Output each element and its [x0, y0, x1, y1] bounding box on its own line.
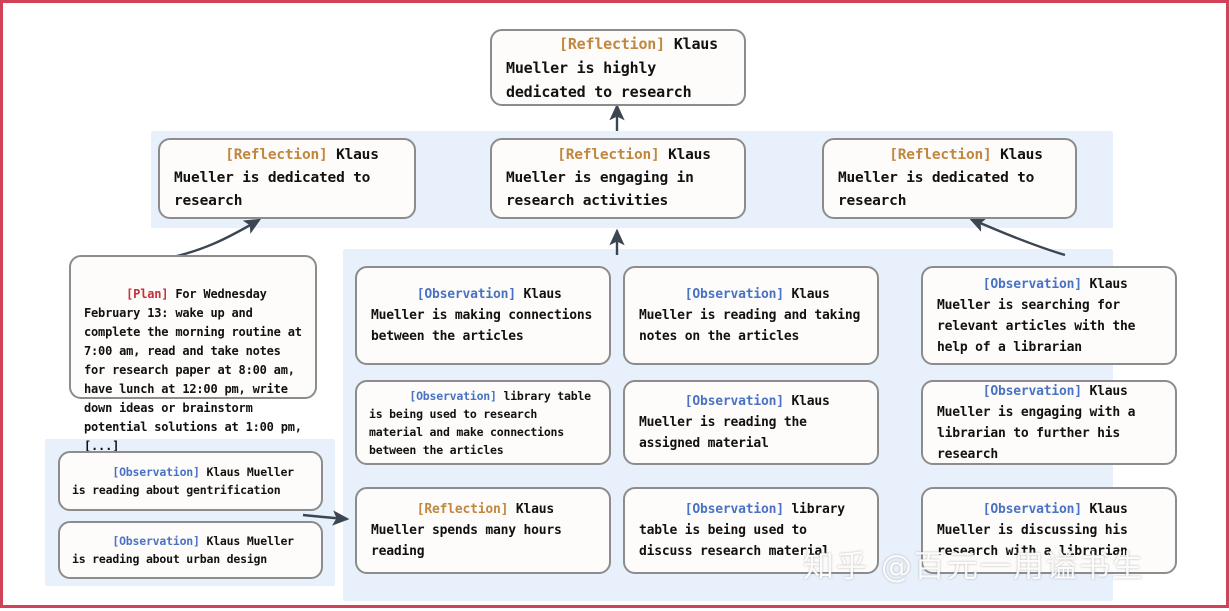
column-three-node-3-text: [Observation] Klaus Mueller is discussin… [923, 478, 1175, 583]
left-observation-node-2[interactable]: [Observation] Klaus Mueller is reading a… [58, 521, 323, 579]
column-three-node-3-body: Klaus Mueller is discussing his research… [937, 502, 1136, 559]
plan-node-text: [Plan] For Wednesday February 13: wake u… [71, 266, 315, 475]
left-observation-node-2-body: Klaus Mueller is reading about urban des… [72, 534, 301, 566]
column-three-node-2-text: [Observation] Klaus Mueller is engaging … [923, 360, 1175, 486]
column-three-node-2[interactable]: [Observation] Klaus Mueller is engaging … [921, 380, 1177, 465]
reflection-tag: [Reflection] [225, 147, 328, 163]
observation-tag: [Observation] [112, 465, 200, 479]
column-one-node-2-text: [Observation] library table is being use… [357, 369, 609, 477]
left-observation-node-1-body: Klaus Mueller is reading about gentrific… [72, 465, 301, 497]
column-three-node-3[interactable]: [Observation] Klaus Mueller is discussin… [921, 487, 1177, 574]
column-three-node-1-body: Klaus Mueller is searching for relevant … [937, 276, 1143, 355]
column-one-node-1-text: [Observation] Klaus Mueller is making co… [357, 263, 609, 368]
observation-tag: [Observation] [982, 502, 1082, 517]
column-one-node-1[interactable]: [Observation] Klaus Mueller is making co… [355, 266, 611, 365]
reflection-node-1-body: Klaus Mueller is dedicated to research [174, 147, 388, 209]
observation-tag: [Observation] [982, 276, 1082, 292]
reflection-node-3-text: [Reflection] Klaus Mueller is dedicated … [824, 121, 1075, 236]
column-one-node-3-body: Klaus Mueller spends many hours reading [371, 502, 570, 559]
observation-tag: [Observation] [982, 383, 1082, 399]
observation-tag: [Observation] [684, 502, 784, 517]
plan-node[interactable]: [Plan] For Wednesday February 13: wake u… [69, 255, 317, 453]
observation-tag: [Observation] [112, 534, 200, 548]
reflection-node-3[interactable]: [Reflection] Klaus Mueller is dedicated … [822, 138, 1077, 219]
column-two-node-3-text: [Observation] library table is being use… [625, 478, 877, 583]
observation-tag: [Observation] [684, 287, 784, 302]
column-two-node-1[interactable]: [Observation] Klaus Mueller is reading a… [623, 266, 879, 365]
reflection-tag: [Reflection] [416, 502, 509, 517]
column-two-node-1-text: [Observation] Klaus Mueller is reading a… [625, 263, 877, 368]
column-two-node-1-body: Klaus Mueller is reading and taking note… [639, 287, 868, 344]
column-two-node-3-body: library table is being used to discuss r… [639, 502, 853, 559]
observation-tag: [Observation] [416, 287, 516, 302]
column-two-node-2-text: [Observation] Klaus Mueller is reading t… [625, 370, 877, 475]
reflection-node-2-text: [Reflection] Klaus Mueller is engaging i… [492, 121, 744, 236]
plan-node-body: For Wednesday February 13: wake up and c… [84, 287, 309, 453]
reflection-tag: [Reflection] [557, 147, 660, 163]
observation-tag: [Observation] [409, 388, 497, 403]
plan-tag: [Plan] [126, 287, 169, 301]
column-two-node-2-body: Klaus Mueller is reading the assigned ma… [639, 394, 838, 451]
reflection-tag: [Reflection] [559, 34, 665, 53]
root-reflection-node[interactable]: [Reflection] Klaus Mueller is highly ded… [490, 29, 746, 106]
reflection-node-2[interactable]: [Reflection] Klaus Mueller is engaging i… [490, 138, 746, 219]
observation-tag: [Observation] [684, 394, 784, 409]
column-one-node-2[interactable]: [Observation] library table is being use… [355, 380, 611, 465]
left-observation-node-2-text: [Observation] Klaus Mueller is reading a… [60, 514, 321, 586]
column-two-node-2[interactable]: [Observation] Klaus Mueller is reading t… [623, 380, 879, 465]
reflection-node-2-body: Klaus Mueller is engaging in research ac… [506, 147, 720, 209]
column-one-node-2-body: library table is being used to research … [369, 388, 598, 457]
reflection-node-3-body: Klaus Mueller is dedicated to research [838, 147, 1052, 209]
column-one-node-1-body: Klaus Mueller is making connections betw… [371, 287, 600, 344]
left-observation-node-1[interactable]: [Observation] Klaus Mueller is reading a… [58, 451, 323, 511]
column-two-node-3[interactable]: [Observation] library table is being use… [623, 487, 879, 574]
column-one-node-3-text: [Reflection] Klaus Mueller spends many h… [357, 478, 609, 583]
reflection-node-1-text: [Reflection] Klaus Mueller is dedicated … [160, 121, 414, 236]
column-three-node-1[interactable]: [Observation] Klaus Mueller is searching… [921, 266, 1177, 365]
column-one-node-3[interactable]: [Reflection] Klaus Mueller spends many h… [355, 487, 611, 574]
left-observation-node-1-text: [Observation] Klaus Mueller is reading a… [60, 445, 321, 517]
reflection-tag: [Reflection] [889, 147, 992, 163]
column-three-node-1-text: [Observation] Klaus Mueller is searching… [923, 253, 1175, 379]
root-reflection-body: Klaus Mueller is highly dedicated to res… [506, 34, 727, 101]
reflection-node-1[interactable]: [Reflection] Klaus Mueller is dedicated … [158, 138, 416, 219]
root-reflection-text: [Reflection] Klaus Mueller is highly ded… [492, 8, 744, 128]
column-three-node-2-body: Klaus Mueller is engaging with a librari… [937, 383, 1143, 462]
